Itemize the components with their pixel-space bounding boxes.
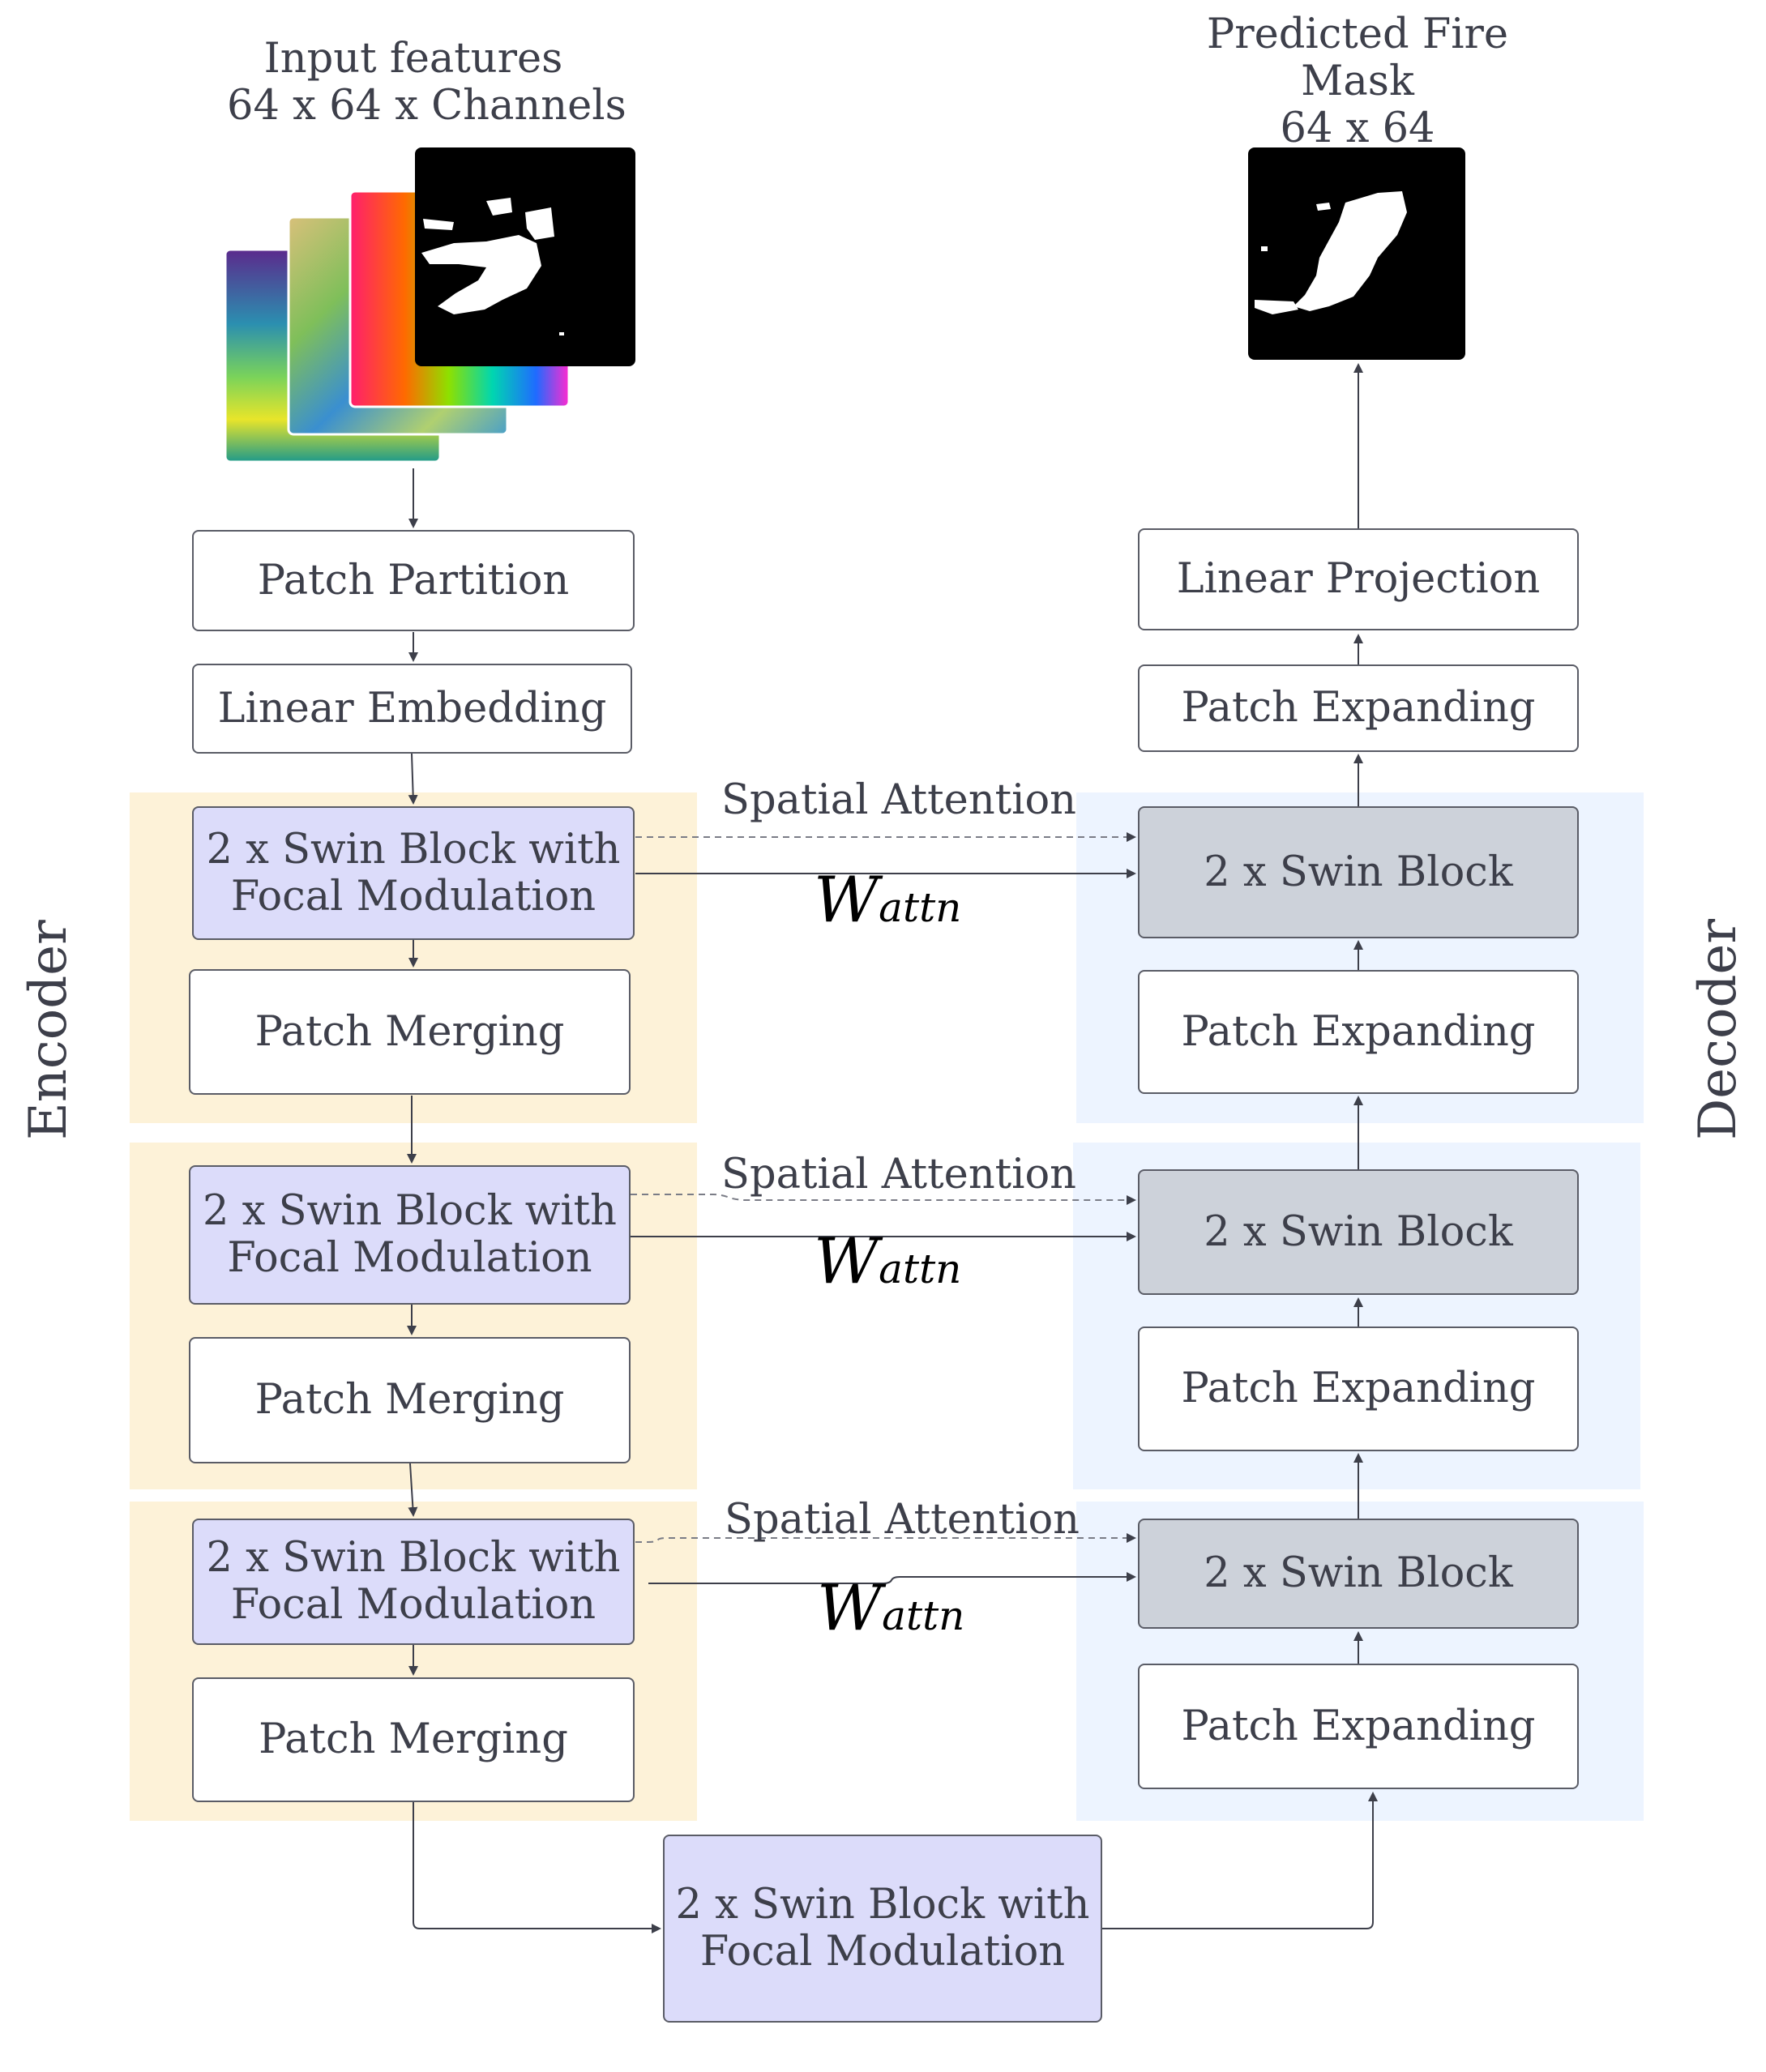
w-attn-label-3: Wattn bbox=[817, 1572, 964, 1645]
decoder-swin-block-3: 2 x Swin Block bbox=[1138, 1519, 1579, 1629]
swin-block-label: 2 x Swin Block bbox=[1204, 1207, 1513, 1256]
w-attn-label-2: Wattn bbox=[814, 1225, 961, 1298]
output-label-line1: Predicted Fire bbox=[1206, 11, 1509, 58]
w-attn-label-1: Wattn bbox=[814, 864, 961, 937]
linear-projection-block: Linear Projection bbox=[1138, 528, 1579, 630]
swin-block-label: 2 x Swin Block bbox=[1204, 1549, 1513, 1597]
encoder-side-label: Encoder bbox=[19, 920, 79, 1140]
swin-focal-line1: 2 x Swin Block with bbox=[206, 1534, 621, 1582]
input-feature-stack bbox=[224, 147, 635, 464]
patch-expanding-block-1: Patch Expanding bbox=[1138, 970, 1579, 1094]
patch-partition-block: Patch Partition bbox=[192, 530, 635, 631]
patch-merging-label: Patch Merging bbox=[259, 1715, 568, 1763]
output-label-line3: 64 x 64 bbox=[1280, 105, 1435, 152]
patch-expanding-label: Patch Expanding bbox=[1181, 1365, 1536, 1412]
patch-merging-label: Patch Merging bbox=[254, 1376, 565, 1424]
input-label-line1: Input features bbox=[263, 35, 563, 83]
patch-expanding-block-3: Patch Expanding bbox=[1138, 1664, 1579, 1789]
input-features-label: Input features 64 x 64 x Channels bbox=[227, 35, 626, 130]
swin-focal-line1: 2 x Swin Block with bbox=[202, 1187, 618, 1235]
output-fire-mask bbox=[1248, 147, 1465, 360]
swin-focal-line1: 2 x Swin Block with bbox=[206, 825, 621, 874]
swin-focal-line2: Focal Modulation bbox=[230, 872, 597, 921]
swin-focal-line2: Focal Modulation bbox=[230, 1581, 597, 1629]
patch-merging-block-3: Patch Merging bbox=[192, 1677, 635, 1802]
patch-merging-block-2: Patch Merging bbox=[189, 1337, 631, 1463]
decoder-swin-block-1: 2 x Swin Block bbox=[1138, 806, 1579, 938]
encoder-swin-focal-block-1: 2 x Swin Block with Focal Modulation bbox=[192, 806, 635, 940]
input-label-line2: 64 x 64 x Channels bbox=[227, 82, 626, 130]
spatial-attention-label-3: Spatial Attention bbox=[725, 1496, 1080, 1544]
patch-expanding-block-top: Patch Expanding bbox=[1138, 664, 1579, 752]
bottleneck-line2: Focal Modulation bbox=[699, 1928, 1066, 1976]
w-subscript: attn bbox=[882, 1592, 965, 1639]
encoder-swin-focal-block-2: 2 x Swin Block with Focal Modulation bbox=[189, 1165, 631, 1305]
spatial-attention-label-1: Spatial Attention bbox=[721, 776, 1077, 824]
swin-focal-line2: Focal Modulation bbox=[227, 1234, 592, 1282]
patch-expanding-label: Patch Expanding bbox=[1181, 1702, 1536, 1750]
patch-expanding-label: Patch Expanding bbox=[1181, 1007, 1536, 1056]
swin-block-label: 2 x Swin Block bbox=[1204, 848, 1513, 896]
output-label-line2: Mask bbox=[1301, 58, 1414, 105]
input-fire-mask bbox=[415, 147, 635, 366]
w-symbol: W bbox=[817, 1572, 883, 1645]
linear-embedding-block: Linear Embedding bbox=[192, 664, 632, 754]
decoder-swin-block-2: 2 x Swin Block bbox=[1138, 1169, 1579, 1295]
w-symbol: W bbox=[814, 1225, 879, 1298]
linear-embedding-label: Linear Embedding bbox=[217, 684, 607, 733]
patch-partition-label: Patch Partition bbox=[257, 556, 570, 605]
patch-expanding-label: Patch Expanding bbox=[1181, 684, 1536, 732]
patch-expanding-block-2: Patch Expanding bbox=[1138, 1327, 1579, 1451]
encoder-swin-focal-block-3: 2 x Swin Block with Focal Modulation bbox=[192, 1519, 635, 1645]
bottleneck-swin-focal-block: 2 x Swin Block with Focal Modulation bbox=[663, 1835, 1102, 2023]
decoder-side-label: Decoder bbox=[1688, 919, 1748, 1140]
bottleneck-line1: 2 x Swin Block with bbox=[675, 1881, 1090, 1929]
w-symbol: W bbox=[814, 864, 879, 937]
spatial-attention-label-2: Spatial Attention bbox=[721, 1151, 1077, 1198]
patch-merging-block-1: Patch Merging bbox=[189, 969, 631, 1095]
patch-merging-label: Patch Merging bbox=[254, 1007, 565, 1056]
w-subscript: attn bbox=[879, 1245, 962, 1292]
w-subscript: attn bbox=[879, 884, 962, 931]
predicted-mask-label: Predicted Fire Mask 64 x 64 bbox=[1167, 11, 1548, 152]
linear-projection-label: Linear Projection bbox=[1176, 555, 1541, 603]
